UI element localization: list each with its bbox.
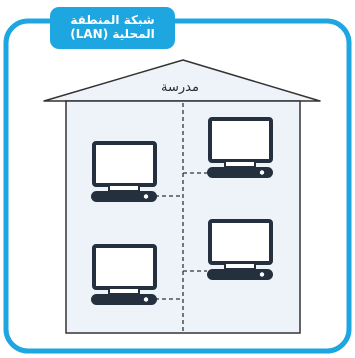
network-title-line2: المحلية (LAN) (70, 27, 155, 41)
desktop-computer-icon (91, 244, 157, 305)
building-label: مدرسة (161, 80, 199, 95)
network-title: شبكة المنطقة المحلية (LAN) (52, 8, 173, 46)
desktop-computer-icon (91, 141, 157, 202)
title-badge (50, 7, 175, 49)
desktop-computer-icon (207, 117, 273, 178)
desktop-computer-icon (207, 219, 273, 280)
network-title-line1: شبكة المنطقة (70, 13, 155, 27)
